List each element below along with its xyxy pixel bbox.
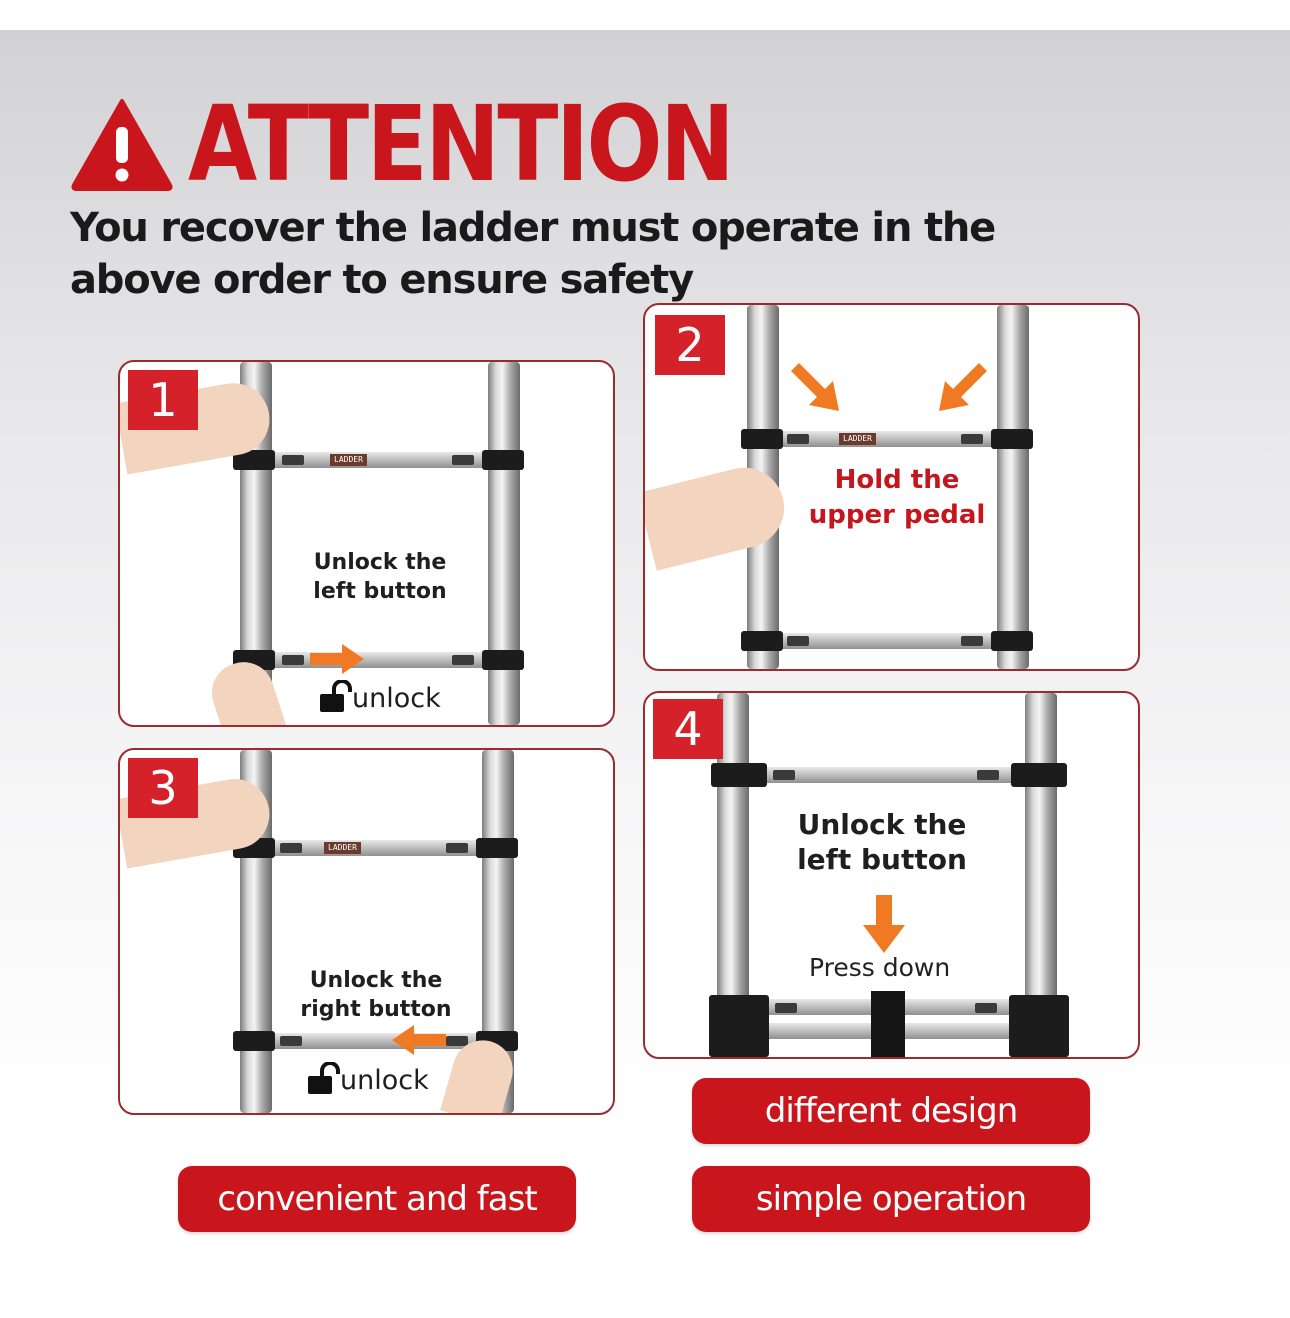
warning-triangle-icon: [71, 99, 173, 191]
rung-clamp: [991, 429, 1033, 449]
different-design-badge: different design: [692, 1078, 1090, 1144]
lock-button: [446, 843, 468, 853]
rung-clamp: [482, 450, 524, 470]
lock-button: [452, 455, 474, 465]
ladder-rung-upper: [755, 431, 1019, 447]
step-1-instruction: Unlock the left button: [313, 550, 447, 604]
step-number-badge: 3: [128, 758, 198, 818]
arrow-down-icon: [863, 895, 905, 953]
ladder-rung-upper: [725, 767, 1045, 783]
rung-clamp: [741, 631, 783, 651]
simple-operation-badge: simple operation: [692, 1166, 1090, 1232]
arrow-diagonal-icon: [939, 363, 987, 411]
rung-clamp: [711, 763, 767, 787]
rung-clamp: [476, 838, 518, 858]
rung-clamp: [233, 450, 275, 470]
rung-clamp: [1011, 763, 1067, 787]
lock-button: [280, 1036, 302, 1046]
step-number-badge: 1: [128, 370, 198, 430]
step-3-instruction: Unlock the right button: [300, 968, 452, 1022]
step-number-badge: 4: [653, 699, 723, 759]
lock-button: [961, 434, 983, 444]
rung-clamp: [991, 631, 1033, 651]
arrow-left-icon: [392, 1025, 446, 1055]
convenient-fast-badge: convenient and fast: [178, 1166, 576, 1232]
padlock-open-icon: [320, 680, 352, 712]
step-4-panel: 4 Unlock the left button Press down: [643, 691, 1140, 1059]
press-down-label: Press down: [809, 953, 951, 982]
arrow-right-icon: [310, 644, 364, 674]
lock-button: [787, 636, 809, 646]
step-1-panel: LADDER 1 Unlock the left button unlock: [118, 360, 615, 727]
lock-button: [975, 1003, 997, 1013]
rung-clamp: [741, 429, 783, 449]
padlock-open-icon: [308, 1062, 340, 1094]
unlock-indicator: unlock: [306, 1062, 429, 1096]
lock-button: [452, 655, 474, 665]
rung-clamp: [709, 995, 769, 1057]
step-2-panel: LADDER 2 Hold the upper pedal: [643, 303, 1140, 671]
step-4-instruction: Unlock the left button: [797, 808, 967, 876]
step-2-instruction: Hold the upper pedal: [808, 465, 986, 530]
attention-title: ATTENTION: [188, 83, 735, 205]
rung-clamp: [482, 650, 524, 670]
lock-button: [787, 434, 809, 444]
lock-button: [282, 655, 304, 665]
lock-button: [446, 1036, 468, 1046]
lock-button: [280, 843, 302, 853]
ladder-rung-lower: [755, 633, 1019, 649]
lock-button: [961, 636, 983, 646]
ladder-rung-upper: [248, 452, 512, 468]
safety-subtitle: You recover the ladder must operate in t…: [70, 205, 996, 303]
lock-button: [775, 1003, 797, 1013]
ladder-brand-label: LADDER: [324, 842, 361, 854]
foot-block: [871, 991, 905, 1057]
rung-clamp: [233, 1031, 275, 1051]
lock-button: [773, 770, 795, 780]
ladder-rung-upper: [248, 840, 506, 856]
attention-heading: ATTENTION: [70, 92, 821, 196]
unlock-indicator: unlock: [318, 680, 441, 714]
ladder-brand-label: LADDER: [839, 433, 876, 445]
ladder-pole-right: [997, 305, 1029, 669]
step-number-badge: 2: [655, 315, 725, 375]
ladder-pole-right: [488, 362, 520, 725]
ladder-brand-label: LADDER: [330, 454, 367, 466]
lock-button: [282, 455, 304, 465]
lock-button: [977, 770, 999, 780]
rung-clamp: [1009, 995, 1069, 1057]
arrow-diagonal-icon: [791, 363, 839, 411]
step-3-panel: LADDER 3 Unlock the right button unlock: [118, 748, 615, 1115]
